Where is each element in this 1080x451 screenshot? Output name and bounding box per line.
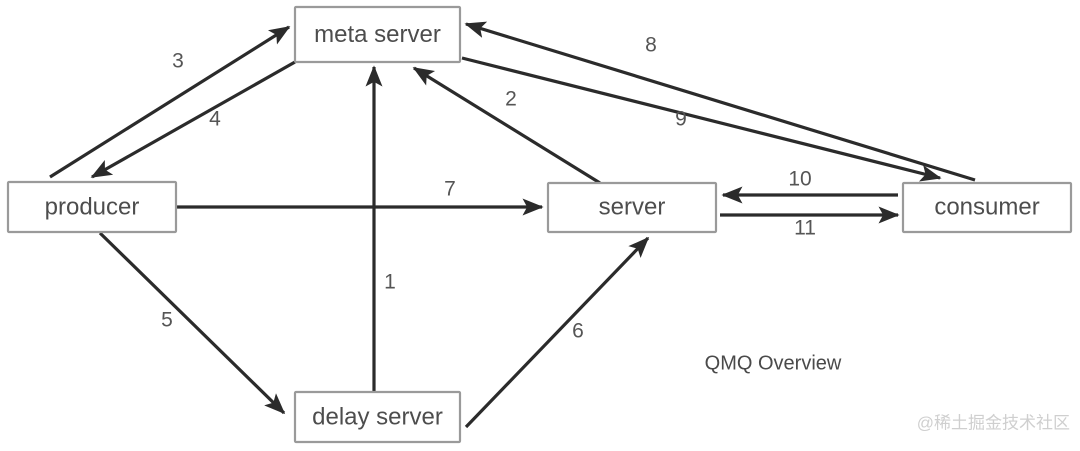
- node-meta-server-box[interactable]: [293, 5, 462, 64]
- node-consumer[interactable]: consumer: [901, 181, 1073, 234]
- edge-2-server-to-meta-server: [412, 66, 601, 185]
- node-delay-server-label: delay server: [312, 403, 443, 430]
- node-producer-label: producer: [45, 193, 140, 220]
- watermark-label: @稀土掘金技术社区: [917, 413, 1070, 432]
- edge-label-2: 2: [505, 88, 517, 111]
- node-server-box[interactable]: [546, 181, 718, 234]
- edge-label-5: 5: [161, 309, 173, 332]
- edge-5-producer-to-delay-server: [98, 231, 286, 415]
- node-consumer-label: consumer: [934, 193, 1039, 220]
- node-producer-box[interactable]: [6, 180, 178, 234]
- edge-label-11: 11: [794, 217, 816, 240]
- diagram-caption: QMQ Overview: [705, 352, 842, 374]
- edge-labels-layer: 1 2 3 4 5 6 7 8 9 10 11: [161, 34, 816, 343]
- edges-layer: [49, 21, 976, 429]
- edge-3-producer-to-meta-server: [49, 25, 291, 179]
- node-delay-server[interactable]: delay server: [293, 390, 462, 444]
- node-server-label: server: [599, 193, 666, 220]
- edge-label-8: 8: [645, 34, 657, 57]
- edge-9-meta-server-to-consumer: [461, 56, 942, 182]
- edge-6-delay-server-to-server: [464, 236, 650, 429]
- edge-label-4: 4: [209, 108, 221, 131]
- nodes-layer: meta server producer server consumer del…: [6, 5, 1073, 444]
- node-meta-server-label: meta server: [314, 21, 441, 48]
- edge-label-3: 3: [172, 50, 184, 73]
- edge-label-6: 6: [572, 320, 584, 343]
- node-meta-server[interactable]: meta server: [293, 5, 462, 64]
- edge-label-7: 7: [444, 178, 456, 201]
- edge-4-meta-server-to-producer: [90, 60, 296, 179]
- edge-8-consumer-to-meta-server: [464, 21, 976, 182]
- edge-label-1: 1: [384, 271, 396, 294]
- node-server[interactable]: server: [546, 181, 718, 234]
- edge-label-10: 10: [788, 168, 811, 191]
- node-producer[interactable]: producer: [6, 180, 178, 234]
- node-delay-server-box[interactable]: [293, 390, 462, 444]
- edge-label-9: 9: [675, 108, 687, 131]
- node-consumer-box[interactable]: [901, 181, 1073, 234]
